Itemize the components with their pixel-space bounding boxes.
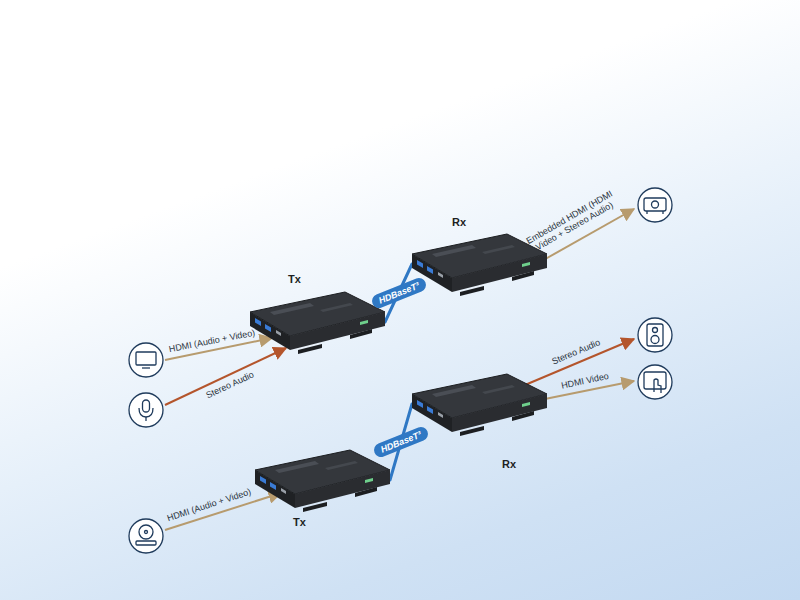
device-label: Rx — [502, 458, 516, 470]
device-illustration — [255, 448, 390, 512]
speaker-icon — [638, 318, 672, 352]
touch-panel-icon — [638, 365, 672, 399]
player-icon — [129, 519, 163, 553]
signal-label: Embedded HDMI (HDMI Video + Stereo Audio… — [522, 187, 622, 257]
microphone-icon — [129, 393, 163, 427]
device-label: Tx — [293, 516, 306, 528]
tv-icon — [129, 343, 163, 377]
device-illustration — [250, 290, 385, 354]
cable-label: HDBaseT³ — [372, 425, 430, 459]
device-label: Tx — [288, 273, 301, 285]
projector-icon — [638, 188, 672, 222]
signal-label: Stereo Audio — [550, 337, 601, 367]
device-label: Rx — [452, 216, 466, 228]
extender-device: Tx — [250, 290, 385, 354]
extender-device: Tx — [255, 448, 390, 512]
signal-label: HDMI (Audio + Video) — [166, 487, 253, 524]
extender-device: Rx — [412, 372, 547, 436]
audio-line — [165, 348, 286, 405]
cable-label: HDBaseT³ — [369, 276, 427, 310]
device-illustration — [412, 372, 547, 436]
